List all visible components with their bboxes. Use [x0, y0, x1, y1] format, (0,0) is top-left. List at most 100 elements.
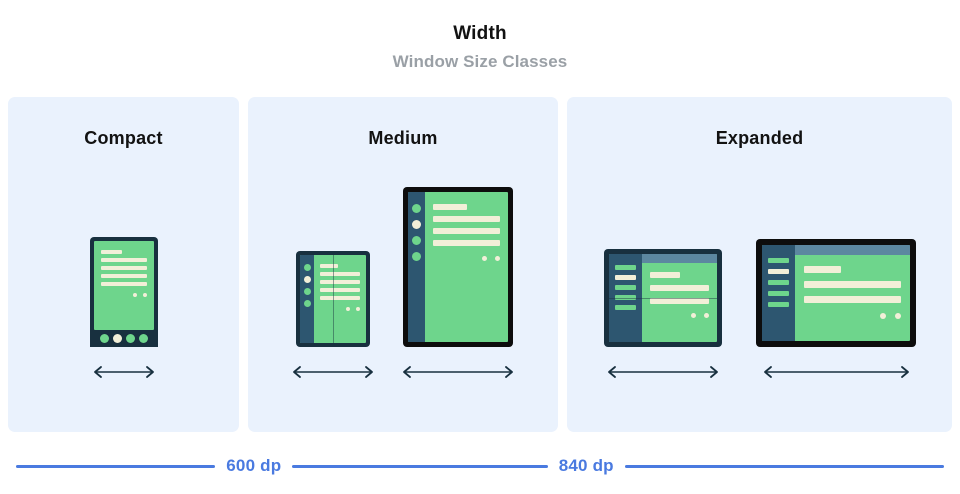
page-header: Width Window Size Classes — [0, 0, 960, 73]
width-arrow-icon — [93, 366, 154, 378]
drawer-item-active — [768, 269, 789, 274]
panel-medium: Medium — [248, 97, 558, 432]
content-line — [650, 285, 709, 291]
app-bar — [642, 254, 717, 263]
device-group-medium — [248, 179, 558, 379]
tablet-content — [795, 245, 910, 341]
width-arrow-icon — [293, 366, 373, 378]
fold-seam-horizontal — [609, 298, 717, 299]
content-line — [320, 264, 338, 268]
tablet-screen — [408, 192, 508, 342]
navigation-drawer — [609, 254, 642, 342]
content-line — [320, 288, 360, 292]
drawer-item — [615, 285, 636, 290]
breakpoint-rule-right — [624, 464, 944, 468]
breakpoint-label-600dp: 600 dp — [226, 456, 282, 475]
navigation-rail — [300, 255, 314, 343]
phone-bottom-nav — [89, 330, 158, 347]
fold-seam-vertical — [333, 255, 334, 343]
content-dot — [346, 307, 350, 311]
device-slot-tablet-portrait — [398, 187, 518, 379]
device-group-expanded — [567, 179, 952, 379]
drawer-item — [615, 305, 636, 310]
content-line — [650, 298, 709, 304]
drawer-item — [768, 291, 789, 296]
content-line — [100, 266, 147, 270]
content-dots — [804, 313, 901, 319]
panel-title-expanded: Expanded — [715, 128, 804, 148]
app-bar — [795, 245, 910, 255]
page-subtitle: Window Size Classes — [392, 52, 568, 71]
content-dots — [320, 307, 360, 311]
device-foldable-unfolded-landscape — [604, 249, 722, 347]
breakpoint-rule-middle — [292, 464, 548, 468]
device-foldable-unfolded-portrait — [296, 251, 370, 347]
drawer-item-active — [615, 275, 636, 280]
device-slot-phone — [89, 237, 159, 379]
width-arrow-icon — [403, 366, 513, 378]
content-line — [804, 296, 901, 303]
content-line — [433, 204, 467, 210]
content-line — [320, 272, 360, 276]
content-line — [100, 250, 123, 254]
content-dot — [895, 313, 901, 319]
content-line — [100, 258, 147, 262]
bottom-nav-item — [99, 334, 109, 343]
content-dot — [495, 256, 500, 261]
foldable-content — [314, 255, 366, 343]
device-slot-foldable-portrait — [288, 251, 378, 379]
breakpoint-scale: 600 dp 840 dp — [0, 452, 960, 480]
panel-expanded: Expanded — [567, 97, 952, 432]
panel-title-medium: Medium — [368, 128, 438, 148]
device-slot-foldable-landscape — [603, 249, 723, 379]
device-tablet-portrait — [403, 187, 513, 347]
tablet-content — [425, 192, 508, 342]
breakpoint-rule-left — [16, 464, 216, 468]
content-line — [320, 280, 360, 284]
phone-content-dots — [101, 293, 147, 297]
bottom-nav-item — [138, 334, 148, 343]
phone-content-lines — [100, 250, 147, 286]
content-dot — [482, 256, 487, 261]
content-line — [320, 296, 360, 300]
content-line — [433, 216, 500, 222]
navigation-drawer — [762, 245, 795, 341]
phone-content — [94, 241, 154, 330]
navigation-rail — [408, 192, 425, 342]
content-dot — [356, 307, 360, 311]
size-class-panels: Compact — [8, 97, 952, 432]
phone-screen — [93, 241, 154, 330]
content-lines — [433, 204, 500, 246]
foldable-content — [642, 254, 717, 342]
content-line — [100, 274, 147, 278]
rail-item — [412, 236, 421, 245]
breakpoint-label-840dp: 840 dp — [558, 456, 614, 475]
content-dot — [142, 293, 147, 297]
drawer-item — [615, 265, 636, 270]
content-dots — [433, 256, 500, 261]
rail-item — [303, 288, 311, 295]
content-line — [433, 228, 500, 234]
bottom-nav-item-active — [112, 334, 122, 343]
foldable-screen — [609, 254, 717, 342]
rail-item — [412, 252, 421, 261]
content-line — [804, 266, 841, 273]
rail-item — [303, 300, 311, 307]
content-dot — [132, 293, 137, 297]
panel-compact: Compact — [8, 97, 239, 432]
tablet-screen — [762, 245, 910, 341]
rail-item — [303, 264, 311, 271]
bottom-nav-item — [125, 334, 135, 343]
rail-item-active — [412, 220, 421, 229]
panel-title-compact: Compact — [84, 128, 163, 148]
drawer-item — [768, 280, 789, 285]
content-line — [650, 272, 680, 278]
device-tablet-landscape — [756, 239, 916, 347]
content-lines — [650, 272, 709, 304]
rail-item-active — [303, 276, 311, 283]
page-title: Width — [453, 23, 507, 44]
content-dot — [880, 313, 886, 319]
drawer-item — [768, 302, 789, 307]
content-lines — [804, 266, 901, 303]
width-arrow-icon — [608, 366, 718, 378]
